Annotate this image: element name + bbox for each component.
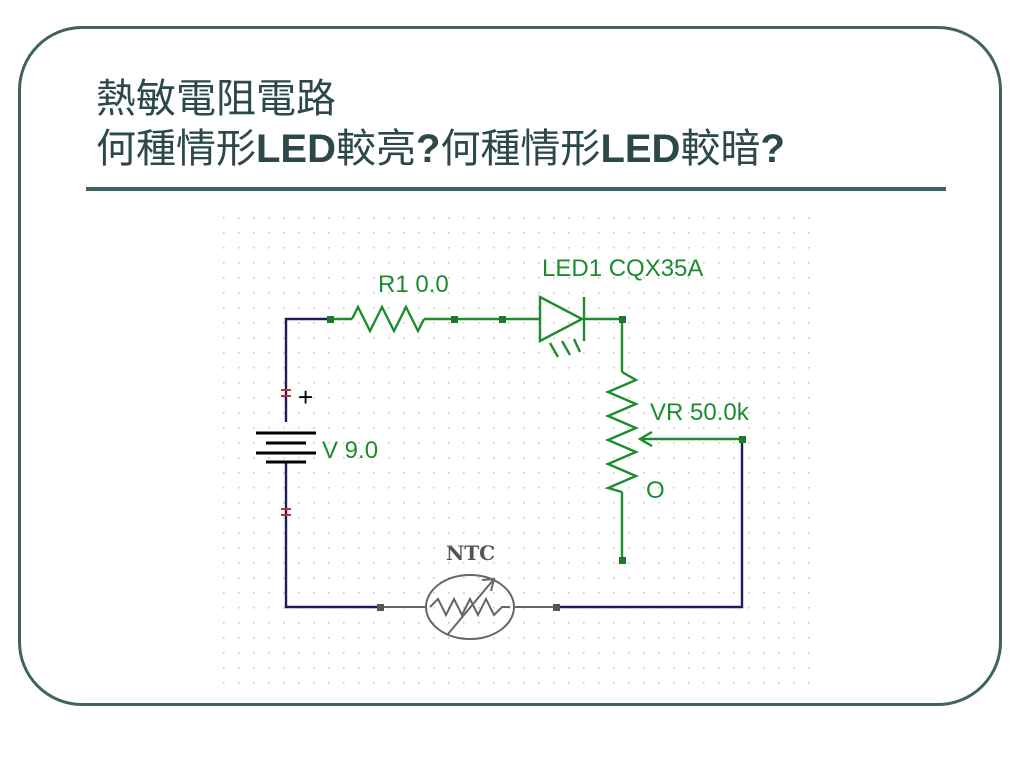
title-segment-led: LED [256, 127, 336, 171]
junction-nodes [327, 316, 746, 611]
battery-plus-sign: + [298, 382, 313, 412]
ntc-thermistor [380, 574, 556, 640]
node [377, 604, 384, 611]
battery-label: V 9.0 [322, 437, 378, 464]
circuit-schematic: + V 9.0 R1 0.0 LED1 CQX35A VR 50.0k O NT… [216, 210, 820, 690]
node [451, 316, 458, 323]
potentiometer-vr [604, 319, 742, 560]
node [499, 316, 506, 323]
title-line-1: 熱敏電阻電路 [96, 76, 336, 122]
potentiometer-label: VR 50.0k [650, 399, 750, 426]
battery-symbol [256, 431, 316, 464]
node [327, 316, 334, 323]
node [739, 436, 746, 443]
title-segment: 何種情形 [96, 126, 256, 172]
title-segment: 何種情形 [440, 126, 601, 172]
title-segment-question: ? [416, 127, 441, 171]
slide-frame [18, 26, 1002, 706]
battery-terminal-marks [281, 389, 291, 516]
ntc-label: NTC [446, 541, 495, 565]
title-line-2: 何種情形LED較亮?何種情形LED較暗? [96, 124, 785, 174]
potentiometer-wiper-mark: O [646, 477, 665, 504]
node [553, 604, 560, 611]
title-underline [86, 187, 946, 191]
led-label: LED1 CQX35A [542, 255, 703, 282]
node [619, 557, 626, 564]
node [619, 316, 626, 323]
led-symbol [502, 295, 622, 358]
schematic-grid [216, 210, 820, 690]
title-segment: 較暗 [680, 126, 761, 172]
wire-left-loop [284, 317, 744, 609]
title-segment-question: ? [760, 127, 785, 171]
resistor-label: R1 0.0 [378, 271, 449, 298]
slide-title: 熱敏電阻電路 何種情形LED較亮?何種情形LED較暗? [96, 74, 785, 174]
title-segment-led: LED [600, 127, 681, 171]
title-segment: 較亮 [336, 126, 416, 172]
